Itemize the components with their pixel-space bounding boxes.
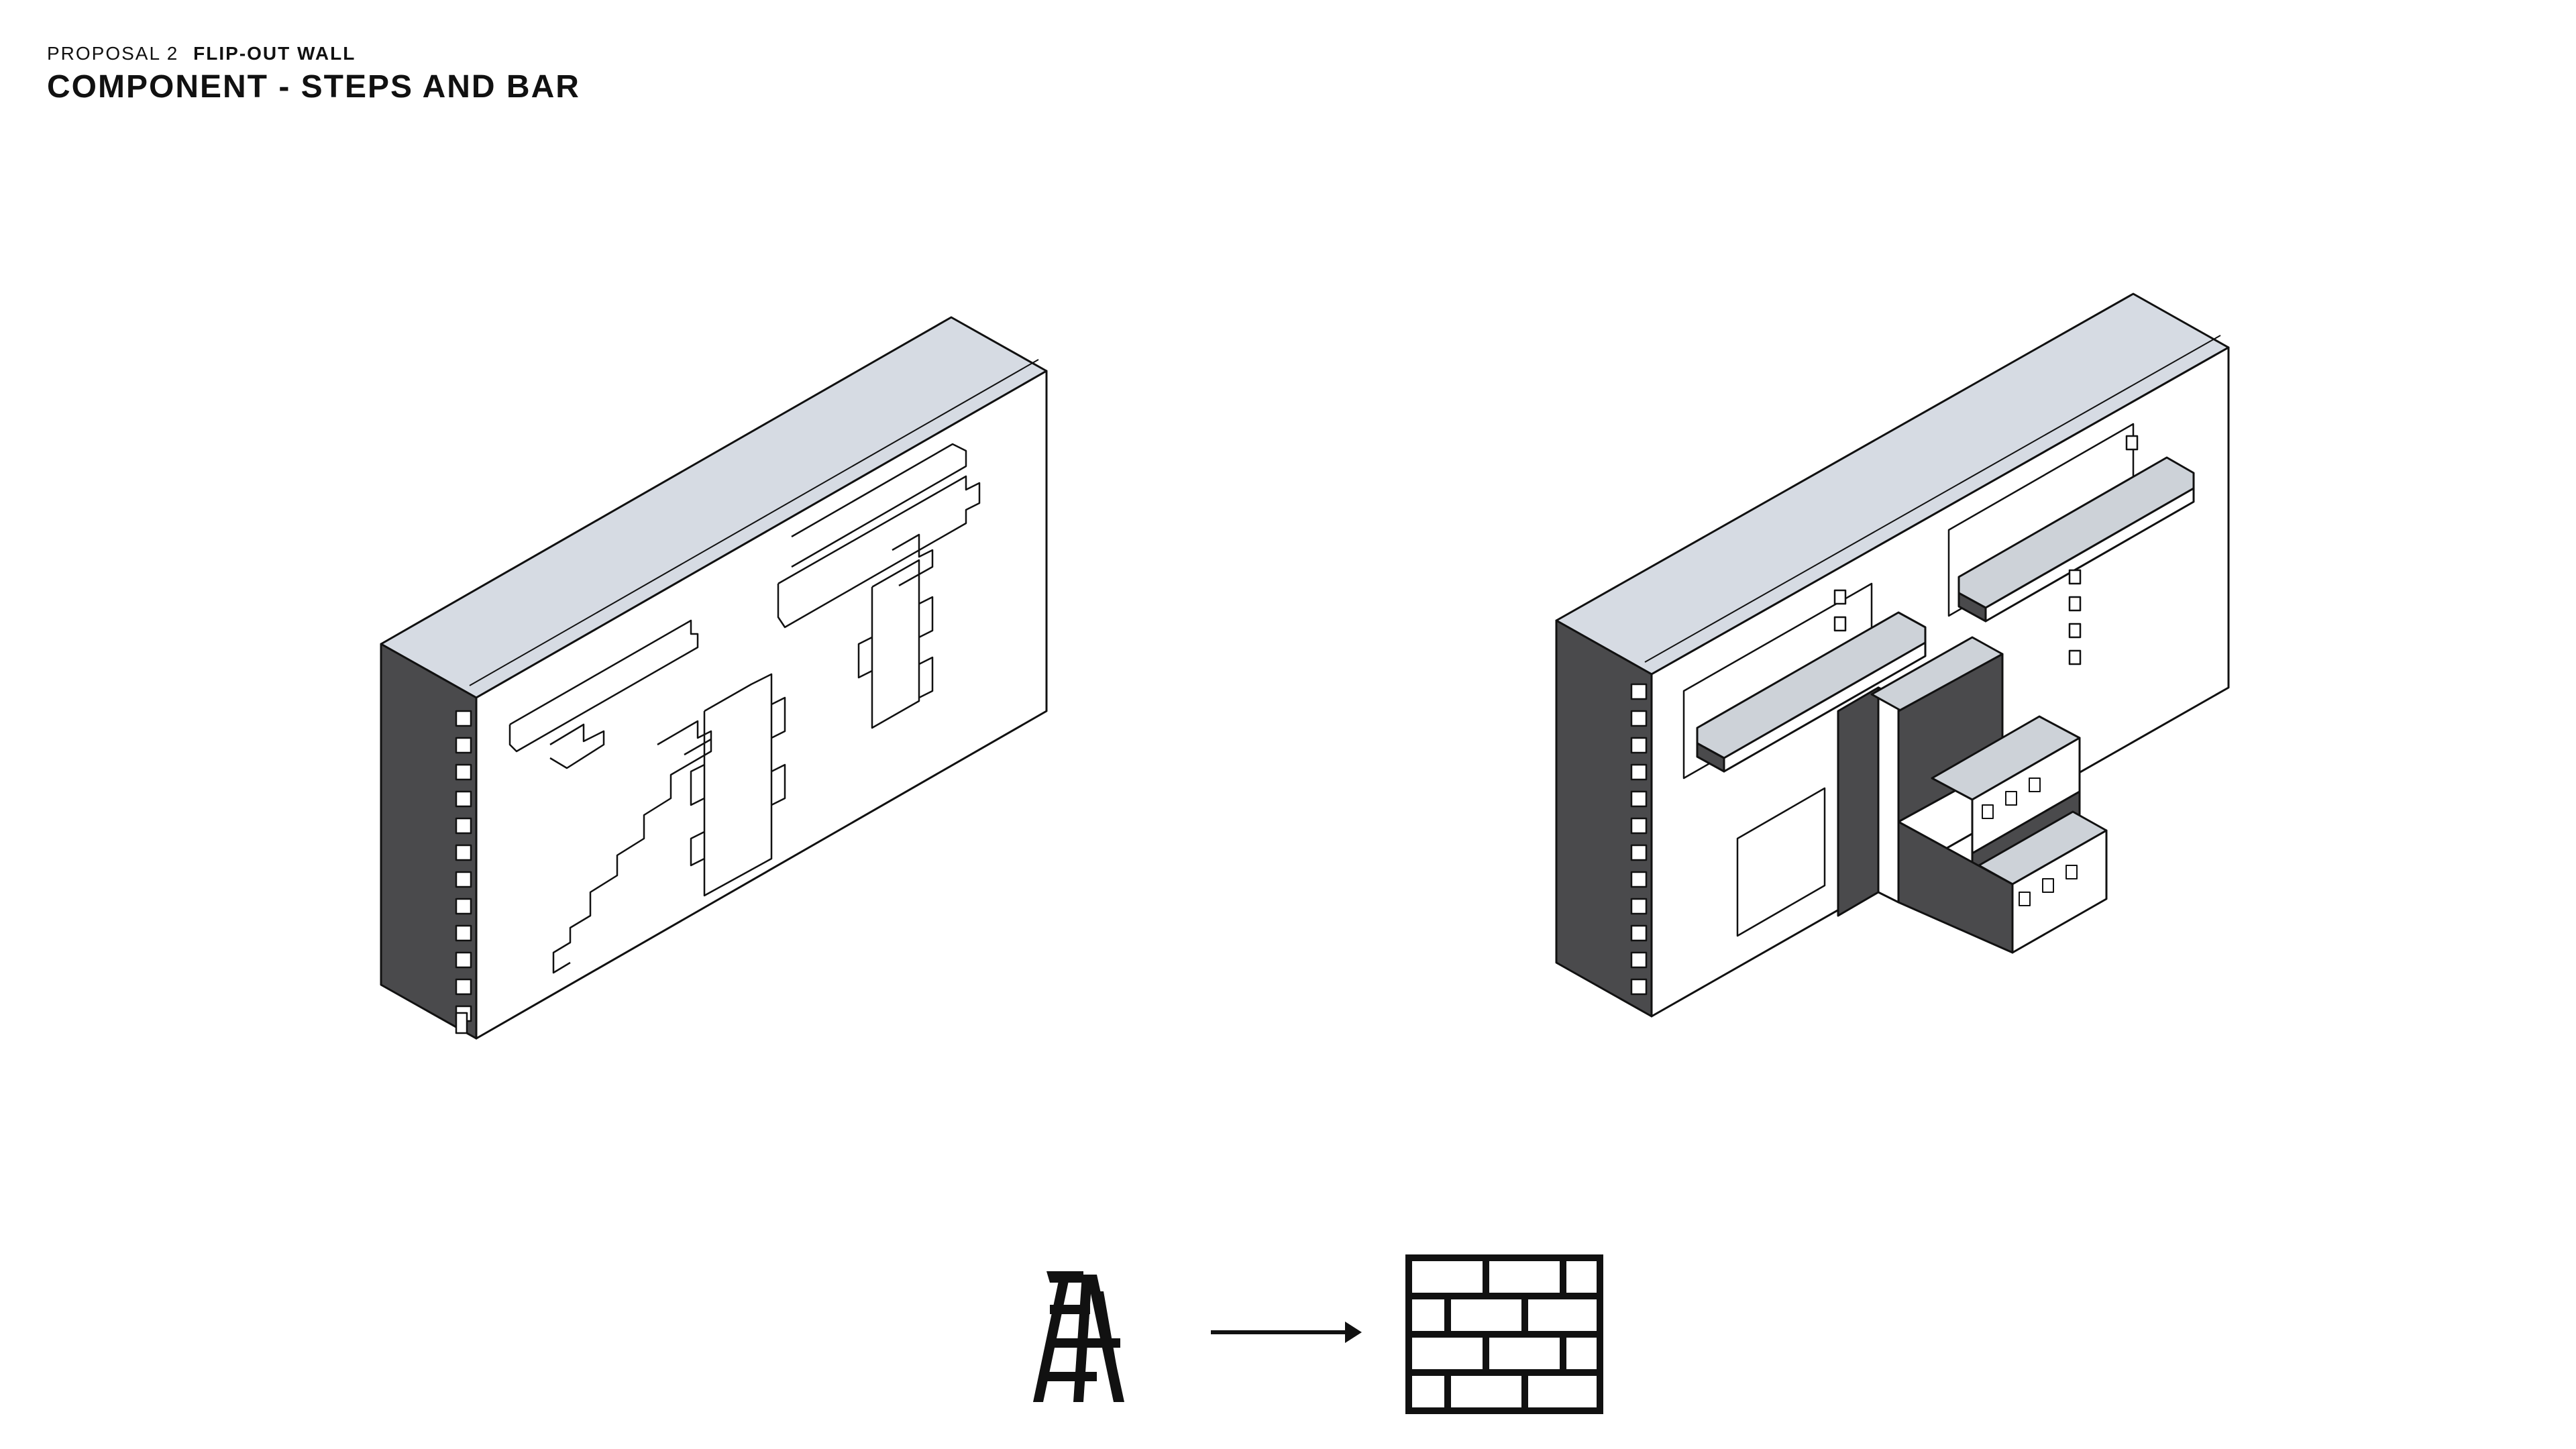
step-ladder-icon [1033,1271,1124,1402]
brick-wall-icon [1405,1254,1603,1414]
right-shelf [1957,456,2195,623]
arrow-right-icon [1211,1322,1362,1343]
wall-closed-drawing [380,316,1048,1040]
project-kicker: PROPOSAL 2 FLIP-OUT WALL [47,43,580,64]
finger-joints-left [1630,683,1648,996]
project-name: FLIP-OUT WALL [193,43,356,64]
page-title: COMPONENT - STEPS AND BAR [47,69,580,105]
column-notches [1833,435,2139,665]
wall-front-face [475,370,1048,1040]
header: PROPOSAL 2 FLIP-OUT WALL COMPONENT - STE… [47,43,580,105]
left-shelf [1696,611,1927,773]
wall-open-drawing [1555,292,2230,1018]
stair-unit [1837,636,2108,954]
finger-joints-left [455,710,472,1022]
cut-pattern [508,443,981,974]
proposal-label: PROPOSAL 2 [47,43,179,64]
